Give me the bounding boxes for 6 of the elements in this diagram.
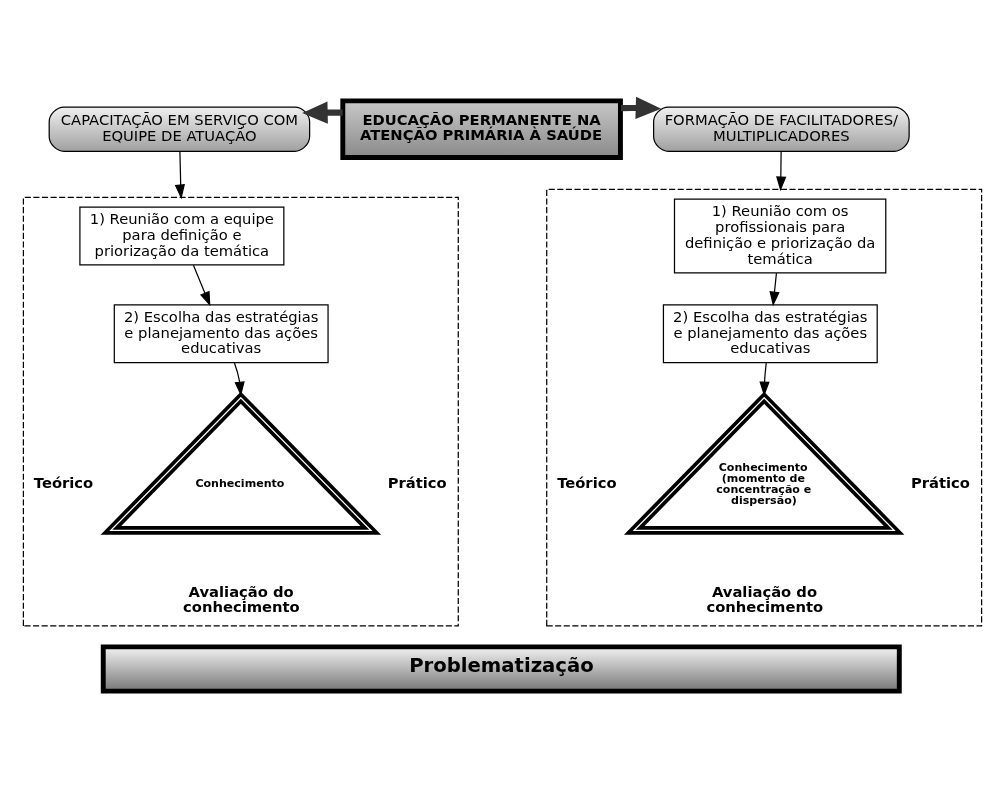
node-label: Prático	[387, 473, 447, 491]
node-label: Teórico	[33, 473, 94, 491]
node-label: Avaliação do conhecimento	[183, 582, 300, 615]
node-label: Avaliação do conhecimento	[706, 582, 824, 615]
node-label: Prático	[910, 473, 970, 491]
node-label: Teórico	[557, 473, 617, 491]
